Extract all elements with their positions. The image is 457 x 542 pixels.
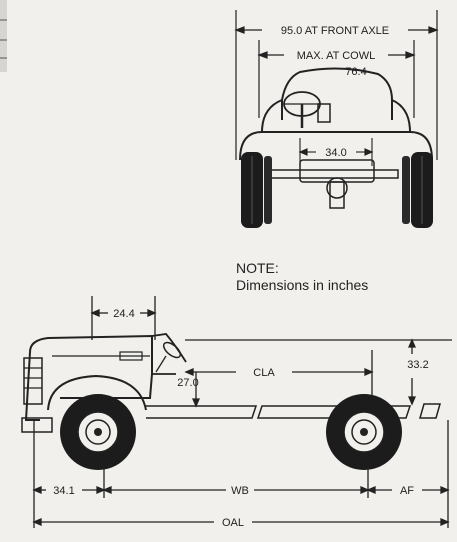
cla-label: CLA xyxy=(253,367,275,379)
inner-width-dimension xyxy=(298,138,374,166)
cab-height-value: 33.2 xyxy=(407,359,428,371)
inner-width-value: 34.0 xyxy=(325,147,346,159)
front-tire-left xyxy=(241,152,263,228)
front-tire-left-inner xyxy=(264,156,272,224)
front-wheel xyxy=(60,394,136,470)
rear-wheel xyxy=(326,394,402,470)
front-view xyxy=(234,10,439,209)
front-axle-width-label: 95.0 AT FRONT AXLE xyxy=(281,25,389,37)
frame-height-value: 27.0 xyxy=(177,377,198,389)
cowl-width-value: 76.4 xyxy=(345,66,366,78)
side-view xyxy=(21,296,452,528)
overall-length-label: OAL xyxy=(222,517,244,529)
note-block: NOTE: Dimensions in inches xyxy=(236,260,436,294)
hood-length-value: 24.4 xyxy=(113,308,134,320)
front-tire-right-inner xyxy=(402,156,410,224)
note-title: NOTE: xyxy=(236,260,279,276)
cowl-width-label: MAX. AT COWL xyxy=(297,50,375,62)
after-frame-label: AF xyxy=(400,485,414,497)
front-overhang-value: 34.1 xyxy=(53,485,74,497)
front-tire-right xyxy=(411,152,433,228)
note-text: Dimensions in inches xyxy=(236,277,369,293)
edge-tab xyxy=(0,0,7,72)
wheelbase-label: WB xyxy=(231,485,249,497)
